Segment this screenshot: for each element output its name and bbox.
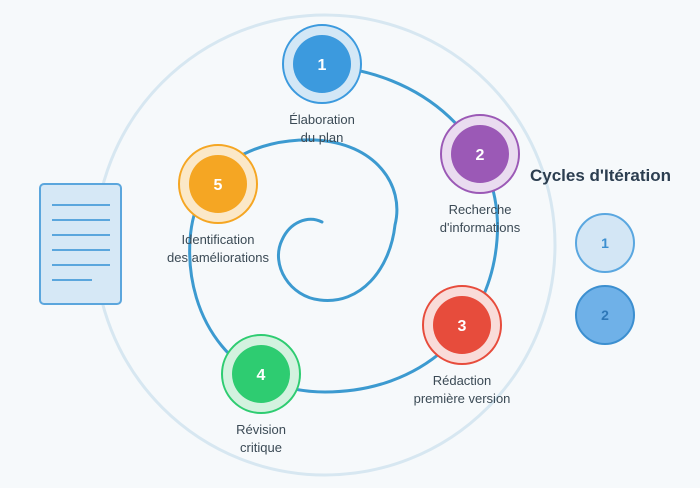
step-label-line2: critique xyxy=(240,440,282,455)
step-label-3: Rédaction première version xyxy=(414,372,511,408)
iteration-circle xyxy=(575,285,635,345)
step-circle xyxy=(293,35,351,93)
step-node-5: 5 xyxy=(178,144,258,224)
step-number: 1 xyxy=(318,57,327,74)
step-node-4: 4 xyxy=(221,334,301,414)
step-label-1: Élaboration du plan xyxy=(289,111,355,147)
step-circle xyxy=(232,345,290,403)
iteration-title: Cycles d'Itération xyxy=(530,166,672,185)
iteration-node-1: 1 xyxy=(575,213,635,273)
step-label-4: Révision critique xyxy=(236,421,286,457)
step-node-2: 2 xyxy=(440,114,520,194)
step-number: 4 xyxy=(257,367,266,384)
step-label-line2: première version xyxy=(413,391,511,406)
step-label-line1: Identification xyxy=(181,232,255,247)
step-number: 3 xyxy=(458,318,467,335)
step-label-line2: du plan xyxy=(300,130,344,145)
iteration-number: 2 xyxy=(601,307,609,323)
step-circle xyxy=(433,296,491,354)
step-label-line2: des améliorations xyxy=(167,250,269,265)
document-icon xyxy=(39,183,122,305)
step-label-line2: d'informations xyxy=(439,220,521,235)
iteration-circle xyxy=(575,213,635,273)
step-node-1: 1 xyxy=(282,24,362,104)
iteration-number: 1 xyxy=(601,235,609,251)
step-label-5: Identification des améliorations xyxy=(167,231,269,267)
step-label-line1: Révision xyxy=(236,422,286,437)
step-number: 5 xyxy=(214,177,223,194)
iteration-node-2: 2 xyxy=(575,285,635,345)
step-label-line1: Élaboration xyxy=(289,112,355,127)
step-label-line1: Rédaction xyxy=(432,373,492,388)
step-label-line1: Recherche xyxy=(448,202,512,217)
step-label-2: Recherche d'informations xyxy=(440,201,521,237)
step-circle xyxy=(451,125,509,183)
step-node-3: 3 xyxy=(422,285,502,365)
step-number: 2 xyxy=(476,147,485,164)
step-circle xyxy=(189,155,247,213)
